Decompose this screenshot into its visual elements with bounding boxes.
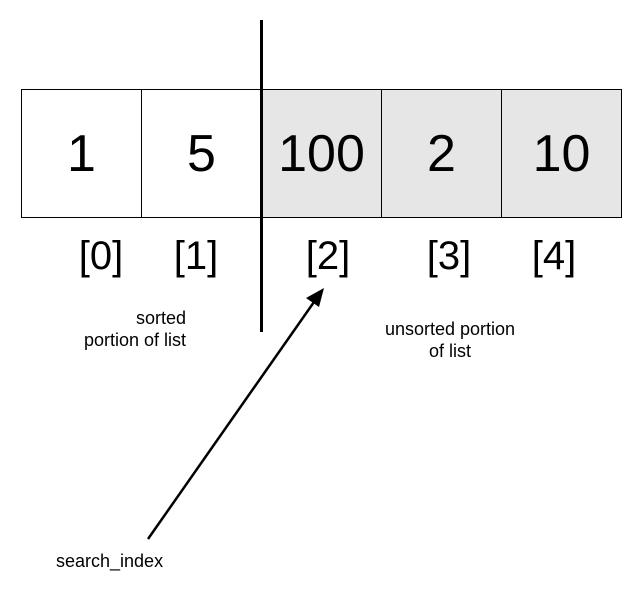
unsorted-portion-caption: unsorted portion of list xyxy=(360,318,540,362)
arrow-head xyxy=(306,288,324,307)
sorted-portion-caption: sorted portion of list xyxy=(60,307,186,351)
array-cell-1: 5 xyxy=(142,89,262,218)
array-cell-3: 2 xyxy=(382,89,502,218)
index-label-4: [4] xyxy=(531,234,577,278)
search-index-label: search_index xyxy=(56,551,164,571)
index-label-3: [3] xyxy=(426,234,472,278)
unsorted-caption-line-2: of list xyxy=(428,341,471,361)
unsorted-caption-line-1: unsorted portion xyxy=(384,319,516,339)
index-label-0: [0] xyxy=(78,234,124,278)
sorted-caption-line-2: portion of list xyxy=(83,330,186,350)
index-label-1: [1] xyxy=(173,234,219,278)
array-cell-0: 1 xyxy=(21,89,142,218)
array-cell-2: 100 xyxy=(262,89,382,218)
sorted-caption-line-1: sorted xyxy=(135,308,186,328)
arrow-shaft xyxy=(146,301,316,540)
index-label-2: [2] xyxy=(305,234,351,278)
array-cell-4: 10 xyxy=(502,89,622,218)
sorted-divider-line xyxy=(260,20,263,332)
